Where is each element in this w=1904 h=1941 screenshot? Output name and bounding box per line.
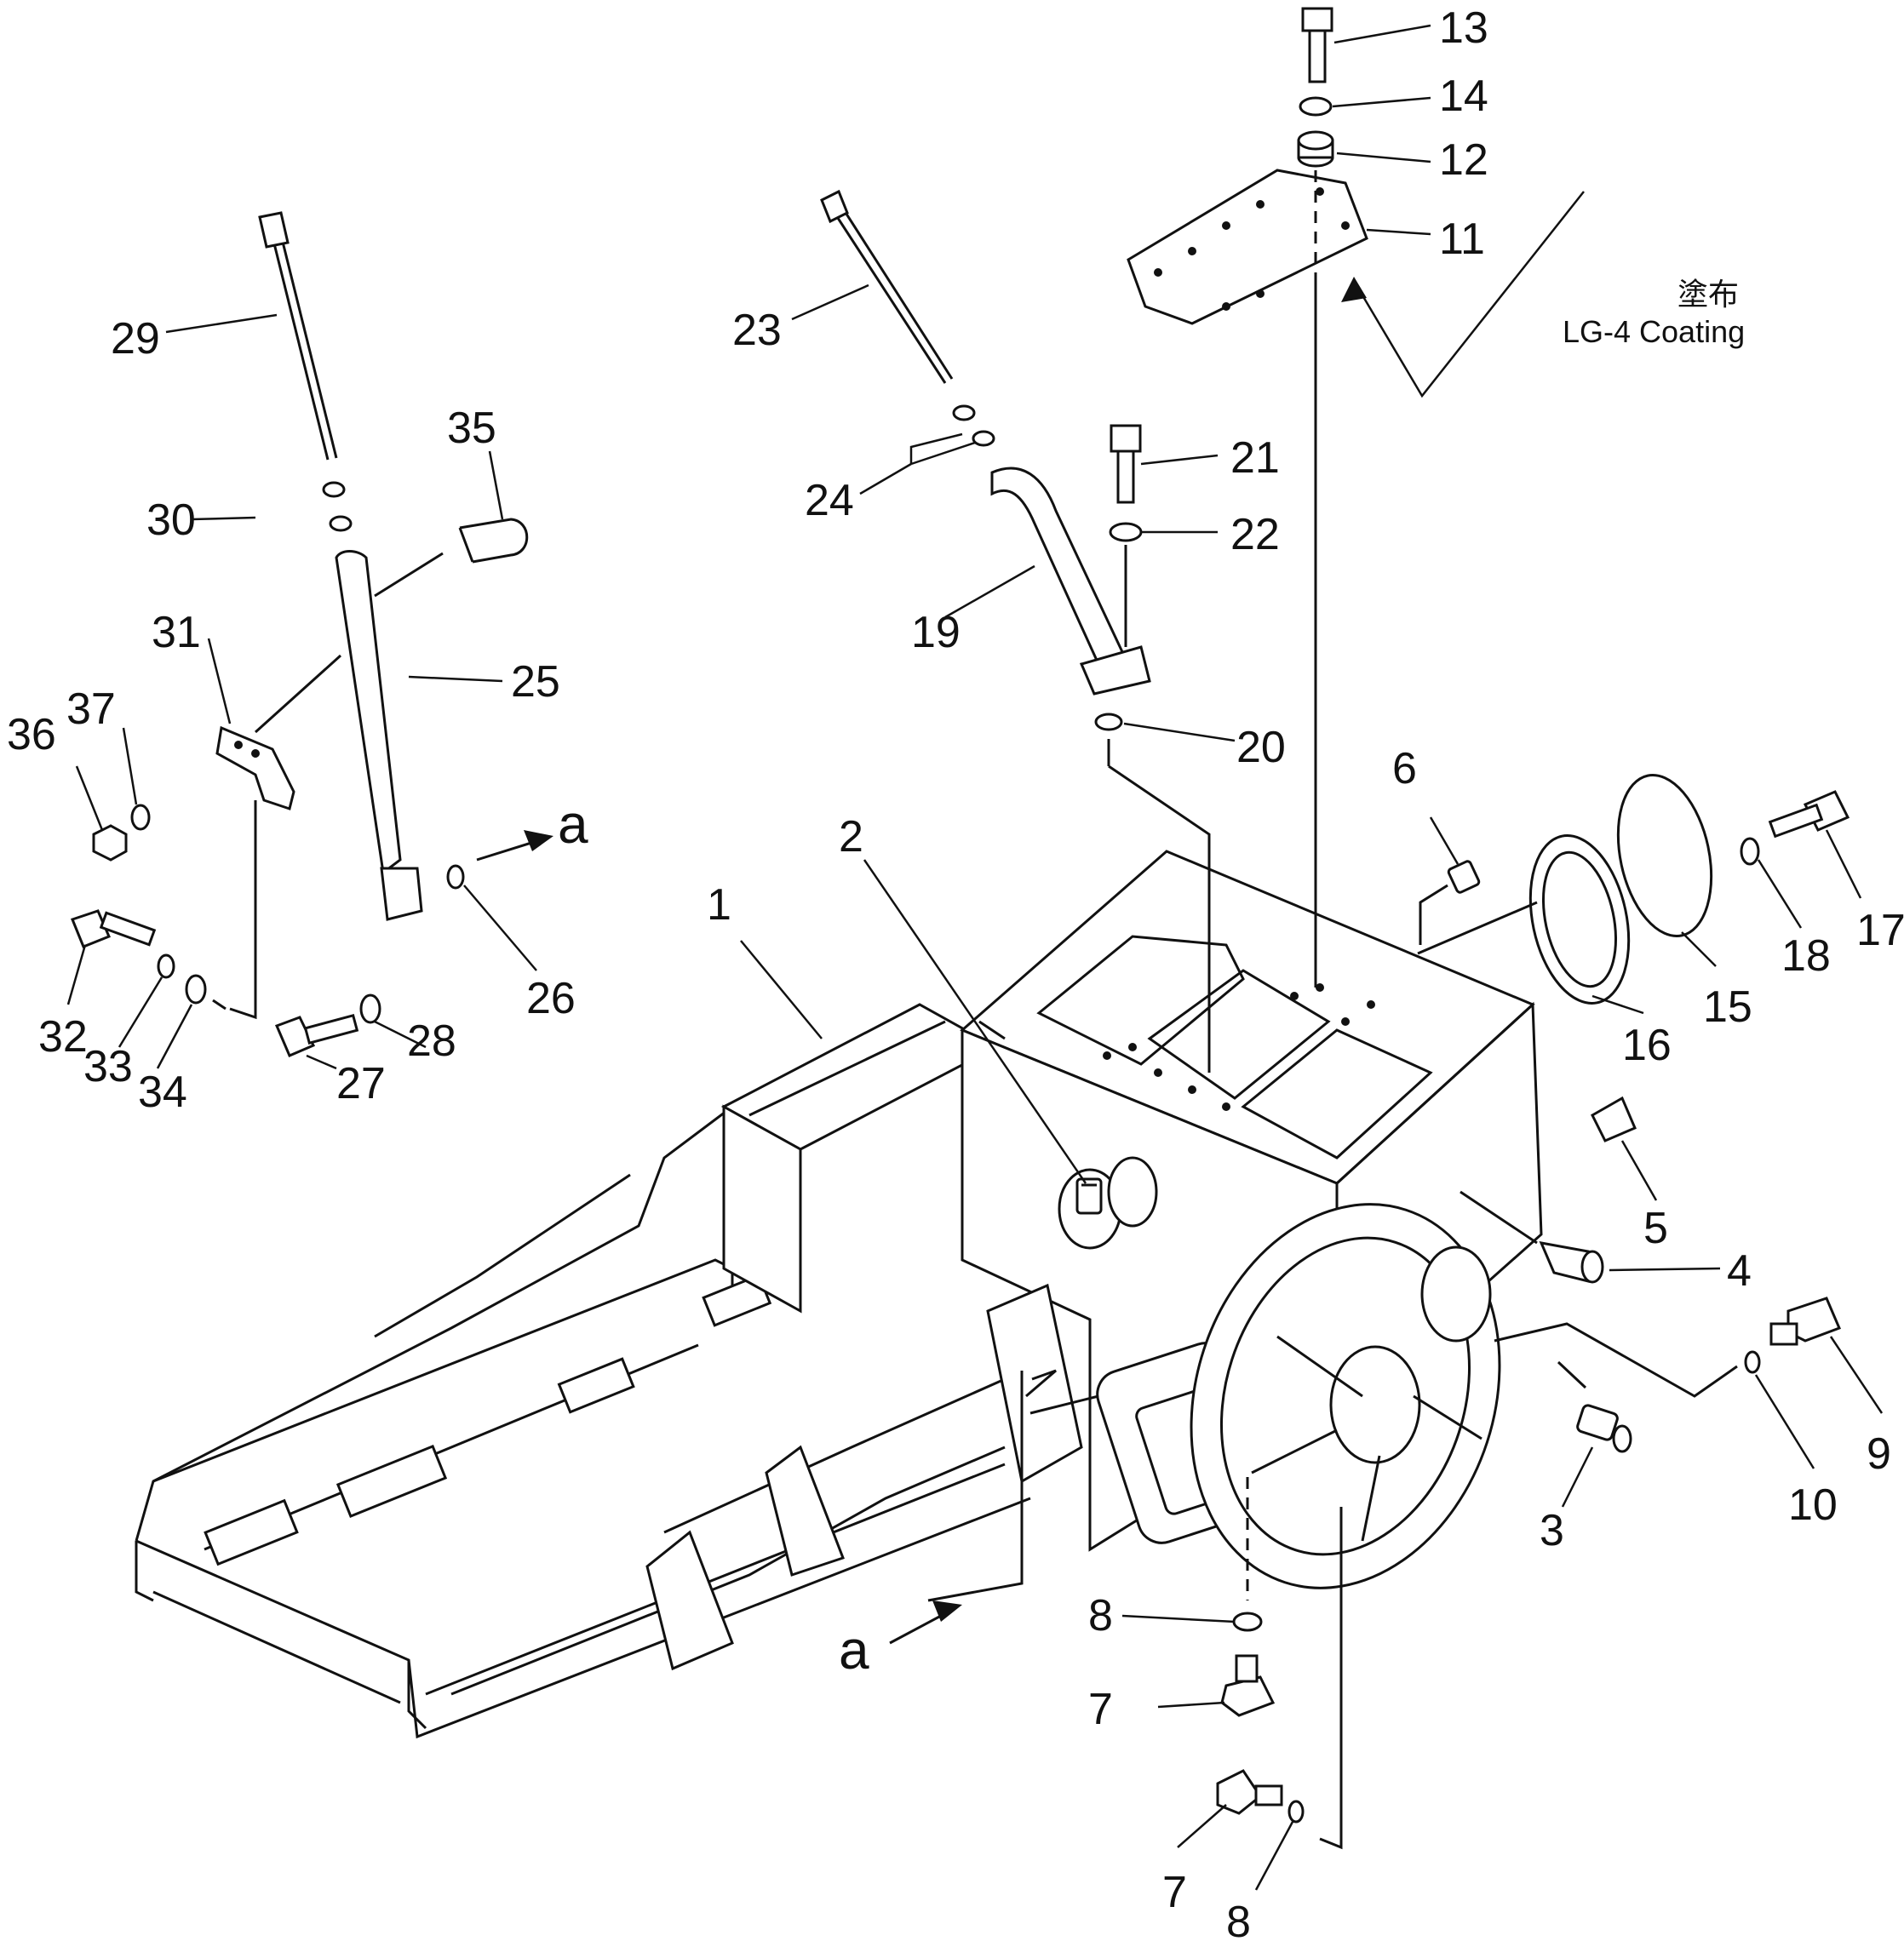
washer-part-33: [157, 953, 175, 979]
label-part-19: 19: [911, 608, 961, 657]
coating-note-japanese: 塗布: [1677, 277, 1739, 312]
top-bolt-holes: [1103, 983, 1375, 1111]
dipstick-part-29: [258, 211, 338, 461]
plug-part-3: [1576, 1404, 1632, 1453]
part-labels: 1 2 3 4 5 6 7 7 8 8 9 10 11 12 13 14 15 …: [7, 3, 1904, 1941]
o-ring-part-30-upper: [322, 481, 346, 498]
label-part-15: 15: [1703, 982, 1752, 1032]
o-ring-part-8-upper: [1232, 1612, 1263, 1632]
label-part-20: 20: [1236, 723, 1286, 772]
plug-part-9: [1769, 1297, 1841, 1346]
label-part-31: 31: [152, 608, 201, 657]
filler-tube-part-19: [990, 467, 1151, 696]
bolt-part-17: [1768, 790, 1850, 839]
label-part-3: 3: [1540, 1506, 1564, 1555]
label-part-7-upper: 7: [1088, 1685, 1113, 1734]
label-part-8-lower: 8: [1226, 1898, 1251, 1941]
label-part-14: 14: [1439, 72, 1488, 121]
bracket-part-31: [215, 725, 295, 810]
label-part-34: 34: [138, 1068, 187, 1117]
label-part-32: 32: [38, 1012, 88, 1062]
coating-annotation: 塗布 LG-4 Coating: [1563, 277, 1745, 349]
bolt-part-13: [1301, 7, 1333, 83]
label-part-16: 16: [1622, 1021, 1672, 1070]
dipstick-part-23: [820, 189, 954, 384]
label-part-4: 4: [1727, 1246, 1752, 1296]
fitting-part-2: [1075, 1177, 1103, 1215]
plug-part-5: [1591, 1096, 1637, 1142]
transmission-flange: [1190, 1203, 1501, 1589]
o-ring-part-10: [1744, 1350, 1761, 1374]
view-a-label-top: a: [558, 793, 588, 855]
u-bolt-part-35: [458, 518, 529, 564]
gasket-part-16: [1528, 834, 1631, 1005]
washer-part-28: [359, 993, 381, 1024]
o-ring-part-24-lower: [972, 430, 995, 447]
label-part-13: 13: [1439, 3, 1488, 53]
label-part-1: 1: [707, 880, 731, 930]
o-ring-part-26: [446, 864, 465, 890]
bolt-part-27: [274, 1013, 359, 1057]
label-part-2: 2: [839, 812, 863, 862]
label-part-23: 23: [732, 306, 782, 355]
washer-part-14: [1299, 96, 1333, 117]
plug-part-4: [1539, 1241, 1604, 1284]
label-part-30: 30: [146, 495, 196, 545]
view-a-arrow-bottom: [889, 1600, 962, 1645]
label-part-17: 17: [1856, 906, 1904, 955]
label-part-25: 25: [511, 657, 560, 707]
label-part-37: 37: [66, 684, 116, 734]
bolt-part-32: [71, 909, 157, 948]
label-part-5: 5: [1643, 1204, 1668, 1253]
washer-part-37: [130, 804, 151, 831]
spacer-part-12: [1297, 130, 1334, 168]
drain-plug-part-7-upper: [1220, 1654, 1276, 1717]
view-a-arrow-top: [476, 830, 553, 862]
label-part-21: 21: [1230, 433, 1280, 483]
label-part-35: 35: [447, 404, 496, 453]
label-part-8-upper: 8: [1088, 1591, 1113, 1640]
label-part-29: 29: [111, 314, 160, 364]
coating-note-english: LG-4 Coating: [1563, 314, 1745, 349]
label-part-33: 33: [83, 1042, 133, 1091]
label-part-12: 12: [1439, 135, 1488, 185]
label-part-18: 18: [1781, 931, 1831, 981]
view-a-label-bottom: a: [839, 1619, 869, 1680]
cover-plate-part-11: [1127, 169, 1368, 325]
label-part-10: 10: [1788, 1480, 1838, 1530]
label-part-26: 26: [526, 974, 576, 1023]
cover-part-15: [1616, 773, 1713, 938]
leader-lines: [66, 24, 1884, 1891]
label-part-27: 27: [336, 1059, 386, 1108]
o-ring-part-30-lower: [329, 515, 353, 532]
washer-part-22: [1109, 522, 1143, 542]
bolt-part-21: [1110, 424, 1142, 504]
o-ring-part-20: [1094, 713, 1123, 731]
nut-part-36: [92, 824, 128, 862]
filler-tube-part-25: [335, 550, 423, 921]
label-part-11: 11: [1439, 215, 1485, 264]
plug-part-6: [1447, 860, 1481, 894]
coating-arrow-head: [1341, 277, 1367, 302]
label-part-22: 22: [1230, 510, 1280, 559]
drain-plug-part-7-lower: [1216, 1769, 1283, 1815]
o-ring-part-24-upper: [952, 404, 976, 421]
label-part-9: 9: [1867, 1429, 1891, 1479]
o-ring-part-8-lower: [1287, 1800, 1305, 1824]
label-part-24: 24: [805, 476, 854, 525]
label-part-36: 36: [7, 710, 56, 759]
main-frame-case: [135, 850, 1543, 1739]
washer-part-18: [1740, 837, 1760, 866]
label-part-7-lower: 7: [1162, 1868, 1187, 1917]
label-part-6: 6: [1392, 744, 1417, 793]
label-part-28: 28: [407, 1016, 456, 1066]
washer-part-34: [185, 974, 207, 1005]
